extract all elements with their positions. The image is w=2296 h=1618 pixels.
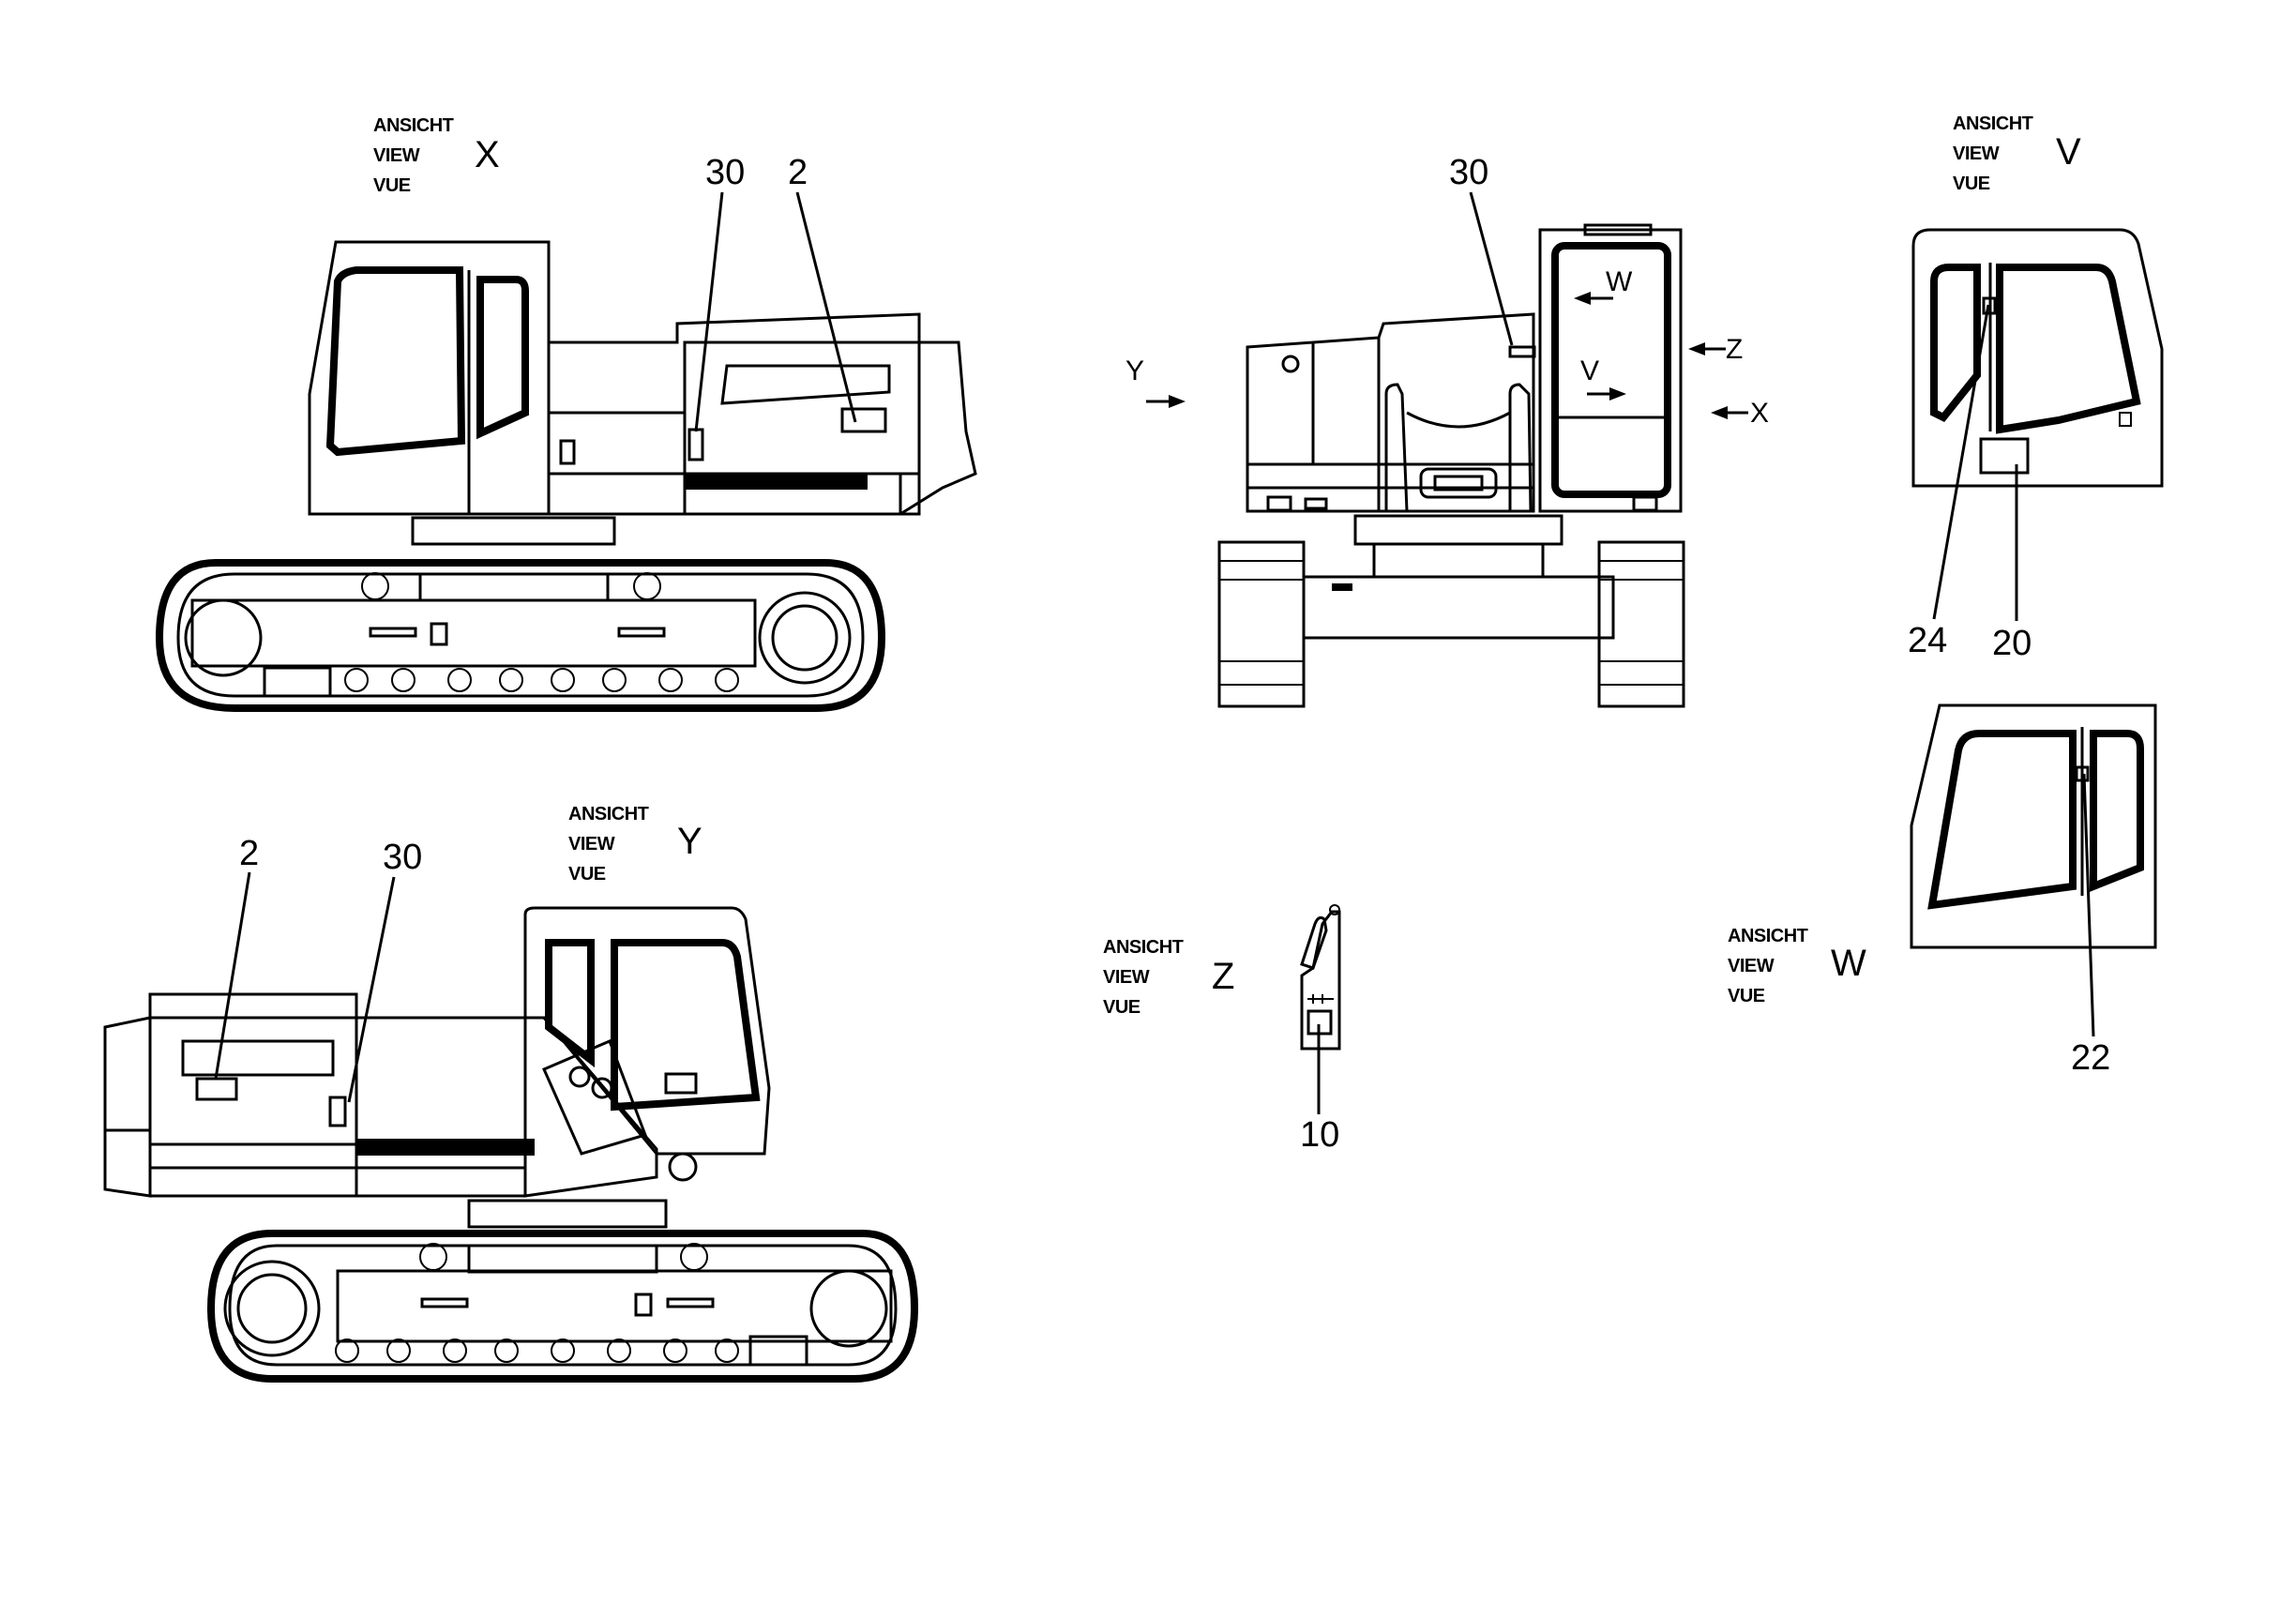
excavator-side-view-x [155, 240, 977, 712]
cab-view-w [1910, 703, 2157, 949]
svg-text:Y: Y [677, 821, 702, 862]
svg-text:20: 20 [1992, 624, 2032, 663]
svg-text:ANSICHT: ANSICHT [373, 115, 454, 136]
svg-text:W: W [1606, 266, 1633, 297]
svg-text:X: X [1750, 398, 1769, 429]
arrow-w: W [1574, 266, 1633, 305]
svg-text:VUE: VUE [373, 175, 411, 196]
view-y-label: ANSICHT VIEW VUE Y [568, 804, 702, 885]
cab-view-v [1911, 228, 2164, 488]
svg-text:2: 2 [239, 834, 259, 873]
svg-text:V: V [1580, 355, 1599, 386]
svg-text:Y: Y [1125, 355, 1144, 386]
svg-text:VUE: VUE [568, 864, 606, 885]
part-view-z [1300, 904, 1341, 1051]
callout-x-30: 30 [694, 153, 745, 432]
svg-text:VUE: VUE [1103, 997, 1140, 1018]
callout-y-2: 2 [214, 834, 259, 1080]
callout-x-2: 2 [788, 153, 857, 423]
callout-w-22: 22 [2071, 773, 2110, 1078]
svg-text:VIEW: VIEW [1728, 956, 1775, 976]
svg-text:V: V [2056, 131, 2081, 173]
arrow-z: Z [1688, 334, 1743, 365]
svg-text:Z: Z [1726, 334, 1743, 365]
svg-text:Z: Z [1212, 956, 1234, 997]
svg-text:30: 30 [1449, 153, 1488, 192]
svg-text:10: 10 [1300, 1115, 1339, 1155]
svg-text:VIEW: VIEW [1103, 967, 1150, 988]
svg-text:30: 30 [705, 153, 745, 192]
arrow-y: Y [1125, 355, 1186, 408]
svg-text:VIEW: VIEW [1953, 144, 2000, 164]
svg-text:30: 30 [383, 838, 422, 877]
svg-text:22: 22 [2071, 1038, 2110, 1078]
view-z-label: ANSICHT VIEW VUE Z [1103, 937, 1234, 1018]
svg-text:VUE: VUE [1953, 174, 1990, 194]
callout-y-30: 30 [347, 838, 422, 1103]
callout-v-24: 24 [1908, 304, 1990, 660]
svg-text:VIEW: VIEW [373, 145, 420, 166]
callout-z-10: 10 [1300, 1024, 1339, 1155]
svg-text:VUE: VUE [1728, 986, 1765, 1006]
excavator-side-view-y [103, 906, 919, 1383]
svg-text:ANSICHT: ANSICHT [568, 804, 649, 824]
svg-text:W: W [1831, 943, 1866, 984]
svg-text:VIEW: VIEW [568, 834, 615, 854]
view-w-label: ANSICHT VIEW VUE W [1728, 926, 1866, 1006]
svg-text:24: 24 [1908, 621, 1947, 660]
svg-text:ANSICHT: ANSICHT [1728, 926, 1808, 946]
excavator-rear-view [1217, 223, 1685, 708]
arrow-x: X [1711, 398, 1769, 429]
svg-text:X: X [475, 134, 500, 175]
view-v-label: ANSICHT VIEW VUE V [1953, 113, 2081, 194]
svg-text:ANSICHT: ANSICHT [1103, 937, 1184, 958]
view-x-label: ANSICHT VIEW VUE X [373, 115, 500, 196]
svg-text:ANSICHT: ANSICHT [1953, 113, 2033, 134]
callout-v-20: 20 [1992, 464, 2032, 663]
callout-front-30: 30 [1449, 153, 1514, 346]
svg-text:2: 2 [788, 153, 808, 192]
arrow-v: V [1580, 355, 1626, 401]
